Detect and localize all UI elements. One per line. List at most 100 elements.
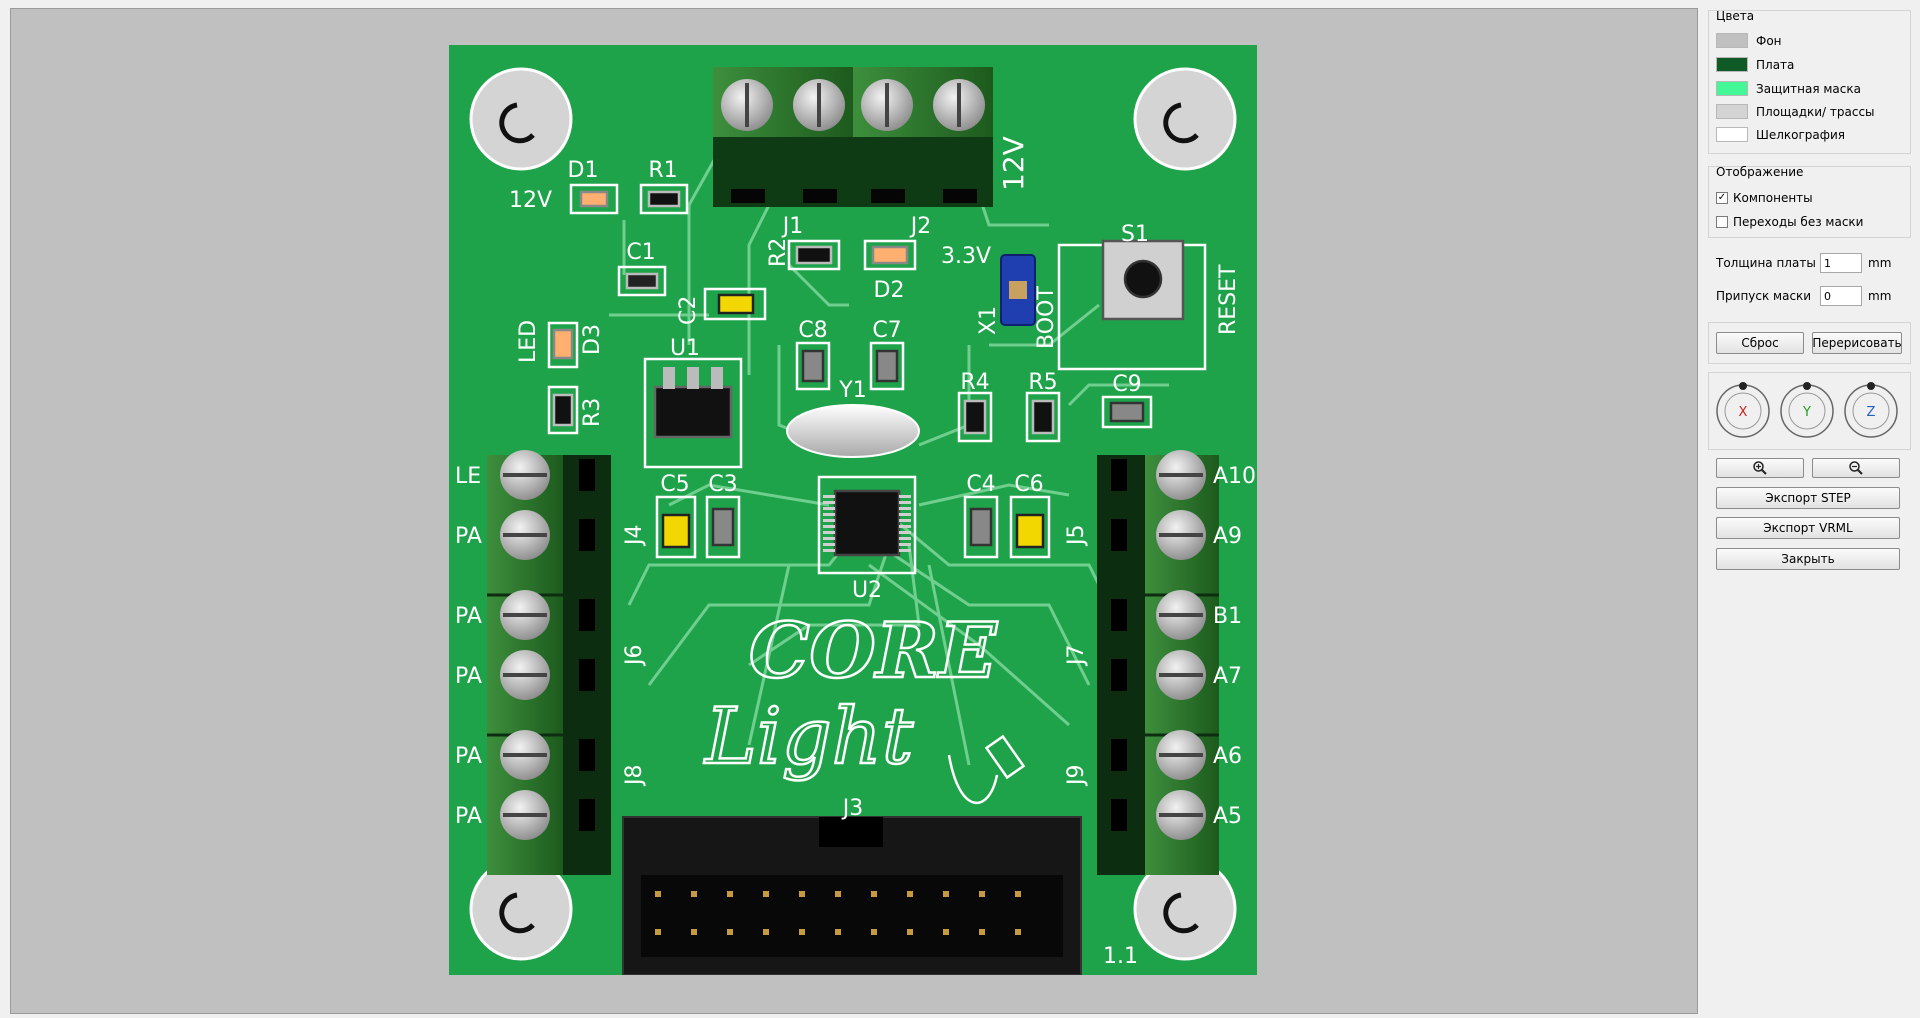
ref-c5: C5 xyxy=(660,472,689,497)
mask-margin-input[interactable] xyxy=(1820,286,1862,306)
swatch-board[interactable] xyxy=(1716,57,1748,72)
label-12v-top: 12V xyxy=(997,136,1030,191)
crystal-y1 xyxy=(786,404,920,458)
swatch-background[interactable] xyxy=(1716,33,1748,48)
rotate-y-label: Y xyxy=(1802,405,1811,420)
logo-core-text: CORE xyxy=(749,606,998,695)
ref-j5: J5 xyxy=(1064,525,1089,548)
color-label-pads: Площадки/ трассы xyxy=(1756,105,1875,119)
j3-pin xyxy=(943,929,949,935)
pcb-board[interactable]: CORE Light D1 R1 12V C1 C2 U1 D3 LED R3 … xyxy=(449,45,1257,975)
label-version: 1.1 xyxy=(1103,944,1138,969)
logo-light-text: Light xyxy=(703,692,914,782)
components-label: Компоненты xyxy=(1733,191,1813,205)
j3-pin xyxy=(943,891,949,897)
right-screws xyxy=(1111,450,1206,840)
j3-pin xyxy=(1015,929,1021,935)
j3-pin xyxy=(799,929,805,935)
ref-c1: C1 xyxy=(626,240,655,265)
ref-s1: S1 xyxy=(1121,222,1149,247)
vias-label: Переходы без маски xyxy=(1733,215,1864,229)
boot-jumper xyxy=(1000,254,1036,326)
ref-d2: D2 xyxy=(874,278,905,303)
color-label-background: Фон xyxy=(1756,34,1782,48)
right-pin-label: A9 xyxy=(1213,524,1242,549)
smd-components xyxy=(547,183,1207,575)
ref-r4: R4 xyxy=(960,370,989,395)
vias-checkbox[interactable] xyxy=(1716,216,1728,228)
left-pin-label: PA xyxy=(455,804,482,829)
ref-c8: C8 xyxy=(798,318,827,343)
swatch-silk[interactable] xyxy=(1716,127,1748,142)
right-pin-label: A5 xyxy=(1213,804,1242,829)
j3-pin xyxy=(979,929,985,935)
label-led: LED xyxy=(516,320,541,363)
label-12v-left: 12V xyxy=(509,188,552,213)
color-label-silk: Шелкография xyxy=(1756,128,1846,142)
reset-button[interactable]: Сброс xyxy=(1716,332,1804,354)
swatch-pads[interactable] xyxy=(1716,104,1748,119)
display-title: Отображение xyxy=(1716,165,1804,179)
u2-pins xyxy=(823,495,911,552)
terminal-block-j2 xyxy=(853,67,993,207)
zoom-in-button[interactable] xyxy=(1716,458,1804,478)
swatch-mask[interactable] xyxy=(1716,81,1748,96)
ref-j1: J1 xyxy=(781,214,804,239)
j3-pin xyxy=(907,891,913,897)
redraw-button[interactable]: Перерисовать xyxy=(1812,332,1902,354)
3d-viewport[interactable]: CORE Light D1 R1 12V C1 C2 U1 D3 LED R3 … xyxy=(10,8,1698,1014)
color-label-mask: Защитная маска xyxy=(1756,82,1861,96)
left-screws xyxy=(500,450,595,840)
close-button[interactable]: Закрыть xyxy=(1716,548,1900,570)
board-thickness-label: Толщина платы xyxy=(1716,256,1816,270)
export-step-button[interactable]: Экспорт STEP xyxy=(1716,487,1900,509)
j3-pin xyxy=(655,891,661,897)
ref-c4: C4 xyxy=(966,472,995,497)
j3-pins xyxy=(655,891,1021,935)
ref-u2: U2 xyxy=(852,578,882,603)
rotate-z-label: Z xyxy=(1867,405,1876,420)
zoom-in-icon xyxy=(1753,461,1767,475)
j3-pin xyxy=(691,929,697,935)
ref-j8: J8 xyxy=(622,765,647,788)
ref-y1: Y1 xyxy=(838,378,866,403)
label-3v3: 3.3V xyxy=(941,244,991,269)
ref-c9: C9 xyxy=(1112,372,1141,397)
j3-pin xyxy=(727,929,733,935)
zoom-out-button[interactable] xyxy=(1812,458,1900,478)
left-pin-label: PA xyxy=(455,664,482,689)
color-label-board: Плата xyxy=(1756,58,1795,72)
label-reset: RESET xyxy=(1216,264,1241,335)
rotate-y-control[interactable]: Y xyxy=(1778,382,1836,440)
right-pin-label: A10 xyxy=(1213,464,1256,489)
actions-group xyxy=(1708,322,1911,364)
mask-margin-label: Припуск маски xyxy=(1716,289,1812,303)
j3-pin xyxy=(871,891,877,897)
ref-r3: R3 xyxy=(580,398,605,427)
left-pin-label: PA xyxy=(455,744,482,769)
j3-pin xyxy=(979,891,985,897)
rotate-x-control[interactable]: X xyxy=(1714,382,1772,440)
components-checkbox[interactable]: ✓ xyxy=(1716,192,1728,204)
ref-c2: C2 xyxy=(676,296,701,325)
j3-pin xyxy=(763,929,769,935)
j3-pin xyxy=(691,891,697,897)
right-pin-label: B1 xyxy=(1213,604,1242,629)
j3-pin xyxy=(655,929,661,935)
ref-j3: J3 xyxy=(841,796,864,821)
ref-r1: R1 xyxy=(648,158,677,183)
board-thickness-input[interactable] xyxy=(1820,253,1862,273)
ref-j9: J9 xyxy=(1064,765,1089,788)
ref-d1: D1 xyxy=(568,158,599,183)
ref-c3: C3 xyxy=(708,472,737,497)
mask-margin-unit: mm xyxy=(1868,289,1892,303)
j3-pin xyxy=(907,929,913,935)
export-vrml-button[interactable]: Экспорт VRML xyxy=(1716,517,1900,539)
ref-j7: J7 xyxy=(1064,645,1089,668)
ref-u1: U1 xyxy=(670,336,700,361)
rotate-x-label: X xyxy=(1739,405,1748,420)
ref-c6: C6 xyxy=(1014,472,1043,497)
rotate-z-control[interactable]: Z xyxy=(1842,382,1900,440)
right-pin-label: A7 xyxy=(1213,664,1242,689)
j3-pin xyxy=(835,891,841,897)
